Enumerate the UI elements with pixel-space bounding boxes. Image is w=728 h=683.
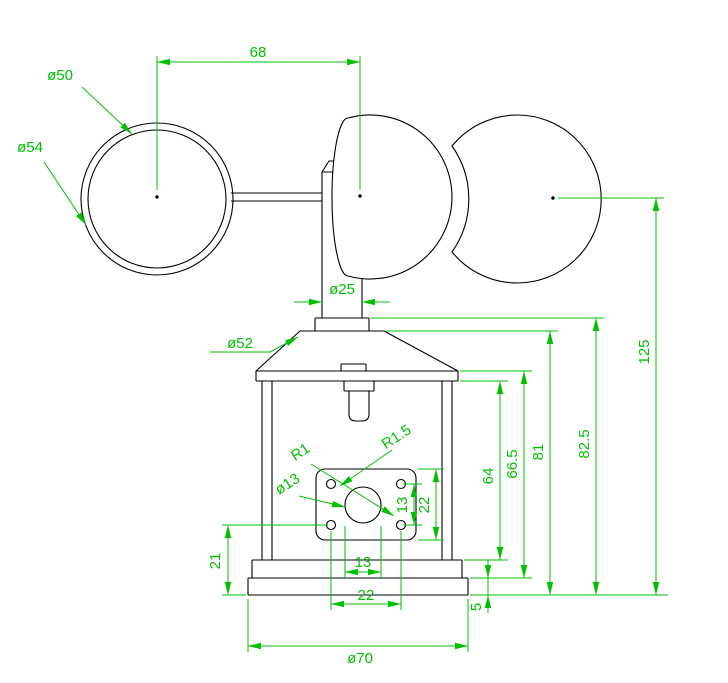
dim-label-5: 5: [468, 603, 485, 611]
plug-body: [348, 391, 370, 422]
dim-height-66-5: 66.5: [460, 370, 532, 578]
dim-base-thickness: 5: [468, 560, 668, 613]
body-flange: [255, 363, 459, 382]
middle-cup-center-dot: [358, 194, 362, 198]
dim-label-21: 21: [207, 553, 224, 570]
center-hole: [344, 486, 382, 524]
dim-span-68: 68: [156, 44, 361, 190]
dim-height-82-5: 82.5: [371, 317, 604, 595]
dim-label-dia25: ø25: [329, 281, 355, 298]
cone-slope-right: [383, 330, 459, 372]
dim-height-81: 81: [386, 330, 558, 595]
right-cup: [451, 114, 602, 284]
dim-label-66-5: 66.5: [504, 449, 521, 478]
dim-label-68: 68: [250, 44, 267, 61]
sensor-body: [261, 381, 453, 560]
leader-line: [81, 86, 133, 135]
dim-label-r1: R1: [288, 440, 313, 465]
corner-hole: [325, 478, 337, 490]
dim-base-dia: ø70: [247, 599, 469, 667]
middle-cup: [331, 114, 453, 280]
right-cup-center-dot: [551, 196, 555, 200]
dim-label-13v: 13: [394, 497, 411, 514]
dim-plate-vertical: 13 22: [394, 468, 444, 541]
middle-cup-profile: [331, 114, 453, 280]
dim-label-22h: 22: [358, 587, 375, 604]
dim-offset-21: 21: [207, 524, 328, 596]
dim-label-dia54: ø54: [17, 139, 43, 156]
leader-line: [339, 449, 393, 487]
dim-height-125: 125: [558, 197, 664, 595]
dim-label-dia13: ø13: [272, 470, 303, 498]
anemometer-part: [80, 114, 602, 596]
right-cup-profile: [451, 114, 602, 284]
dim-shaft-dia: ø25: [294, 281, 390, 306]
shaft-seat: [314, 317, 370, 331]
leader-line: [310, 463, 395, 517]
dim-label-64: 64: [480, 468, 497, 485]
dim-label-82-5: 82.5: [576, 429, 593, 458]
dim-label-dia52: ø52: [227, 335, 253, 352]
dim-label-dia50: ø50: [47, 67, 73, 84]
dim-label-r1-5: R1.5: [379, 421, 415, 453]
leader-line: [269, 336, 299, 353]
dim-collar-dia: ø52: [210, 335, 299, 353]
dimensions: 68 ø50 ø54 ø25 ø52 R1 R1.5: [17, 44, 668, 667]
connector-plug: [343, 381, 375, 422]
dim-cup-outer: ø54: [17, 139, 87, 226]
dim-label-dia70: ø70: [347, 650, 373, 667]
collar-cone: [255, 330, 459, 372]
dim-label-81: 81: [530, 444, 547, 461]
cone-slope-left: [255, 330, 301, 372]
dim-cup-inner: ø50: [47, 67, 133, 135]
dim-label-22v: 22: [416, 497, 433, 514]
left-cup-center-dot: [155, 195, 159, 199]
dim-label-125: 125: [636, 339, 653, 364]
dim-label-13h: 13: [355, 554, 372, 571]
leader-line: [43, 161, 87, 226]
dim-plate-horizontal: 13 22: [330, 526, 402, 610]
leader-line: [298, 495, 346, 508]
base: [247, 559, 469, 596]
dim-height-64: 64: [460, 380, 508, 561]
rotor-arm: [231, 192, 322, 202]
